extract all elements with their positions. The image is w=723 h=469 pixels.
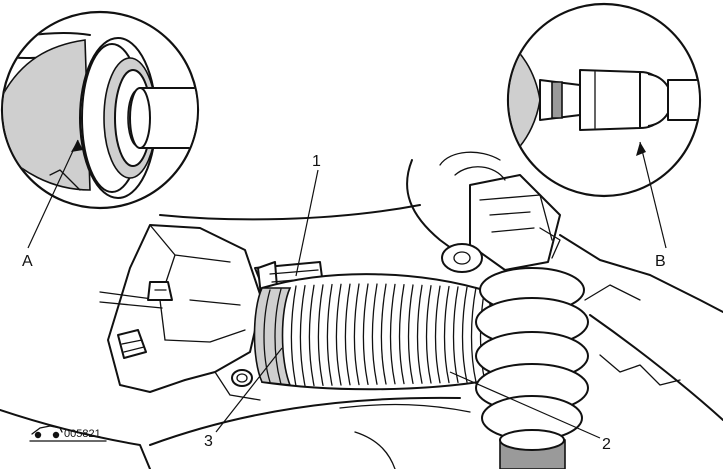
bellows-fold	[407, 284, 414, 385]
bolt-lower	[117, 329, 147, 359]
label-b: B	[655, 253, 666, 270]
leader-2	[449, 371, 601, 439]
bolt-upper	[147, 281, 173, 301]
bellows-fold	[299, 284, 306, 387]
label-1: 1	[312, 153, 321, 170]
bellows-fold	[434, 285, 441, 384]
bellows-fold	[317, 284, 324, 387]
rack-boot-bellows	[253, 273, 493, 391]
figure-code: 005821	[64, 428, 101, 440]
label-2: 2	[602, 436, 611, 453]
detail-view-a	[0, 10, 200, 249]
bellows-fold	[335, 283, 342, 386]
car-logo-icon	[31, 425, 63, 439]
bellows-fold	[308, 284, 315, 387]
bellows-fold	[443, 285, 450, 384]
mount-hole	[231, 369, 253, 387]
body-contours	[0, 159, 723, 469]
boot-clamp	[253, 287, 292, 386]
label-a: A	[22, 253, 33, 270]
leader-a	[27, 139, 79, 249]
bellows-fold	[461, 286, 468, 383]
leader-3	[215, 347, 283, 433]
tie-rod-end	[439, 151, 561, 273]
bellows-fold	[416, 284, 423, 384]
bellows-fold	[452, 286, 459, 384]
bellows-fold	[380, 283, 387, 385]
tie-rod-outer-boot	[475, 267, 589, 469]
mounting-bracket	[99, 224, 263, 401]
leader-b	[639, 141, 667, 249]
bellows-fold	[362, 283, 369, 386]
bellows-fold	[353, 283, 360, 386]
rack-sleeve	[579, 69, 641, 131]
bellows-fold	[290, 285, 297, 387]
bellows-fold	[398, 283, 405, 385]
leader-1	[295, 169, 319, 277]
bellows-fold	[425, 285, 432, 384]
tie-rod-nut	[441, 243, 483, 273]
bellows-fold	[470, 286, 477, 383]
shaft	[139, 87, 197, 149]
label-3: 3	[204, 433, 213, 450]
bellows-fold	[344, 283, 351, 386]
figure-code-stamp: 005821	[29, 425, 107, 442]
bellows-fold	[326, 283, 333, 386]
bellows-fold	[371, 283, 378, 385]
bellows-fold	[389, 283, 396, 385]
